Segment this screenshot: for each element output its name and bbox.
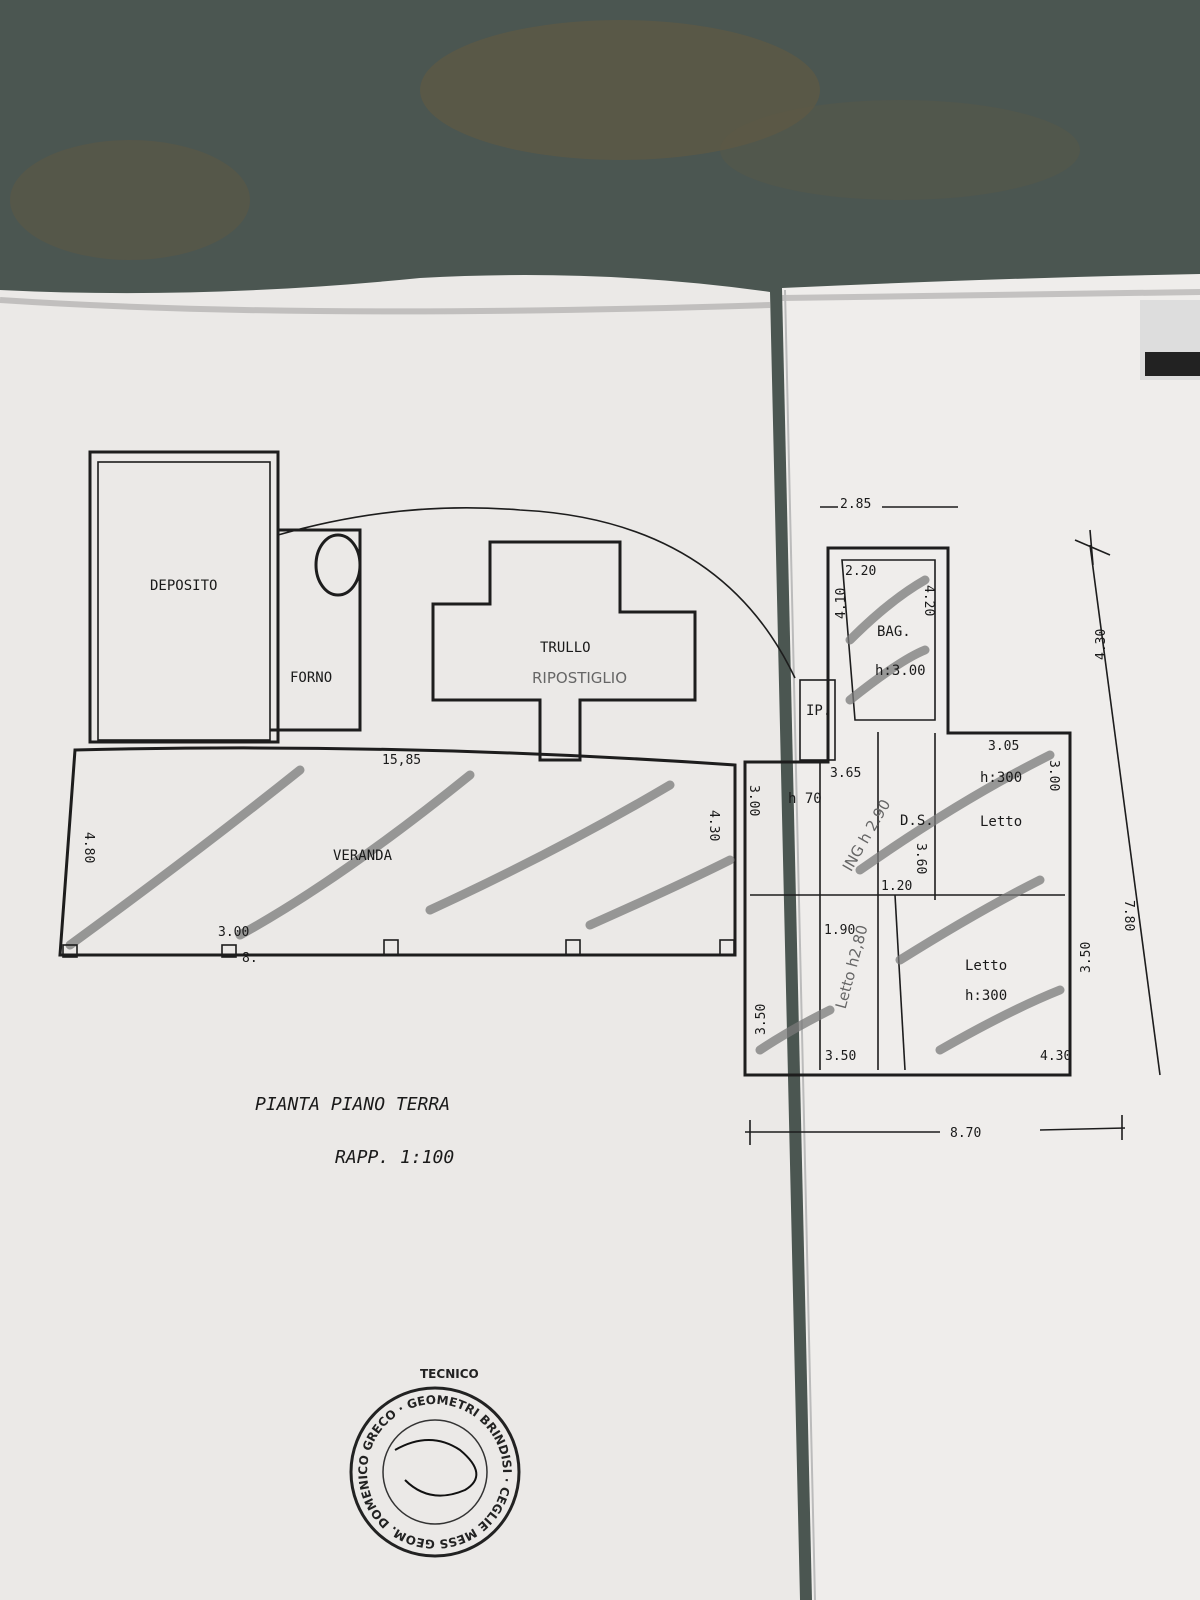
letto1-label: Letto — [980, 814, 1022, 830]
dimension-3-50-right: 3.50 — [1079, 942, 1094, 973]
dimension-15-85: 15,85 — [382, 753, 421, 768]
dimension-line-right — [1089, 544, 1161, 1076]
plan-scale: RAPP. 1:100 — [335, 1147, 454, 1168]
forno-room — [270, 528, 362, 732]
trullo-label: TRULLO — [540, 640, 591, 656]
ripostiglio-label: RIPOSTIGLIO — [532, 669, 627, 687]
dimension-7-80: 7.80 — [1121, 900, 1136, 931]
veranda-area — [58, 746, 737, 957]
signature: TECNICO — [420, 1367, 479, 1381]
dimension-3-50-left: 3.50 — [754, 1004, 769, 1035]
dimension-pillar: 8. — [242, 951, 258, 966]
deposito-label: DEPOSITO — [150, 578, 217, 594]
h70-label: h 70 — [788, 791, 822, 807]
paper-sheet-left — [0, 275, 800, 1600]
dimension-veranda-mark: 3.00 — [218, 925, 249, 940]
dimension-3-65: 3.65 — [830, 766, 861, 781]
dimension-8-70: 8.70 — [950, 1126, 981, 1141]
ip-label: IP. — [806, 703, 831, 719]
table-surface — [0, 0, 1200, 300]
veranda-label: VERANDA — [333, 848, 393, 864]
dimension-4-30-bottom: 4.30 — [1040, 1049, 1071, 1064]
dimension-2-85: 2.85 — [840, 497, 871, 512]
ds-label: D.S. — [900, 813, 934, 829]
dimension-4-20: 4.20 — [921, 585, 936, 616]
letto1-height: h:300 — [980, 770, 1022, 786]
trullo-room — [431, 540, 697, 762]
dimension-4-30-veranda: 4.30 — [706, 810, 721, 841]
dimension-4-10: 4.10 — [834, 588, 849, 619]
bagno-height: h:3.00 — [875, 663, 926, 679]
dimension-1-90: 1.90 — [824, 923, 855, 938]
dimension-3-50-bottom: 3.50 — [825, 1049, 856, 1064]
dimension-3-60: 3.60 — [913, 843, 928, 874]
dimension-1-20: 1.20 — [881, 879, 912, 894]
dimension-3-00-left: 3.00 — [746, 785, 761, 816]
letto2-label: Letto — [965, 958, 1007, 974]
plan-title: PIANTA PIANO TERRA — [255, 1094, 450, 1115]
dimension-letto1-depth: 3.00 — [1046, 760, 1061, 791]
dimension-3-05: 3.05 — [988, 739, 1019, 754]
dimension-2-20: 2.20 — [845, 564, 876, 579]
dimension-4-30-right: 4.30 — [1094, 629, 1109, 660]
dimension-4-80: 4.80 — [81, 832, 96, 863]
forno-label: FORNO — [290, 670, 332, 686]
house-outline — [743, 546, 1072, 1077]
deposito-room — [88, 450, 280, 744]
boundary-arc — [277, 507, 796, 679]
letto2-height: h:300 — [965, 988, 1007, 1004]
bagno-label: BAG. — [877, 624, 911, 640]
